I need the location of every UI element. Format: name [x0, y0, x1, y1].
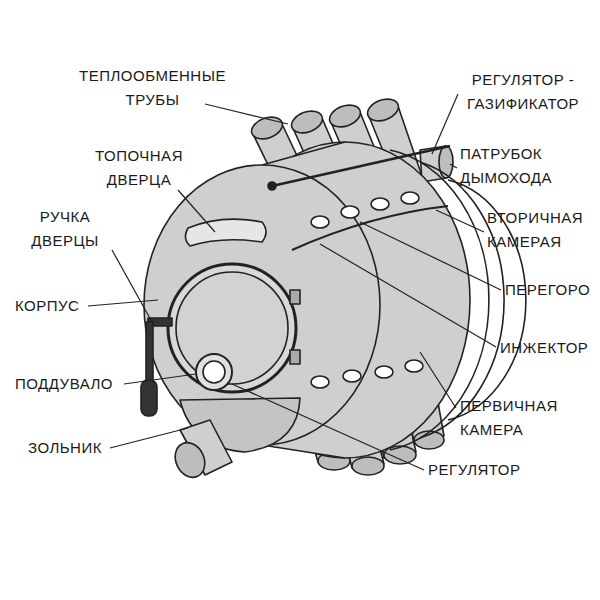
part-label: ПЕРЕГОРО	[505, 278, 590, 302]
part-label: ЗОЛЬНИК	[28, 436, 102, 460]
part-label: РУЧКА ДВЕРЦЫ	[15, 205, 115, 253]
part-label: РЕГУЛЯТОР - ГАЗИФИКАТОР	[452, 68, 594, 116]
part-label: ТЕПЛООБМЕННЫЕ ТРУБЫ	[60, 64, 245, 112]
gasifier-rod	[268, 146, 450, 190]
part-label: ПОДДУВАЛО	[15, 372, 113, 396]
part-label: КОРПУС	[15, 294, 79, 318]
fire-door	[168, 264, 300, 392]
part-label: ПАТРУБОК ДЫМОХОДА	[460, 142, 592, 190]
part-label: РЕГУЛЯТОР	[428, 458, 521, 482]
front-plate	[185, 219, 266, 246]
part-label: ПЕРВИЧНАЯ КАМЕРА	[460, 394, 574, 442]
part-label: ВТОРИЧНАЯ КАМЕРАЯ	[487, 206, 595, 254]
door-handle	[141, 318, 172, 416]
part-label: ИНЖЕКТОР	[500, 336, 588, 360]
part-label: ТОПОЧНАЯ ДВЕРЦА	[80, 144, 198, 192]
injector-pipe	[170, 420, 232, 482]
